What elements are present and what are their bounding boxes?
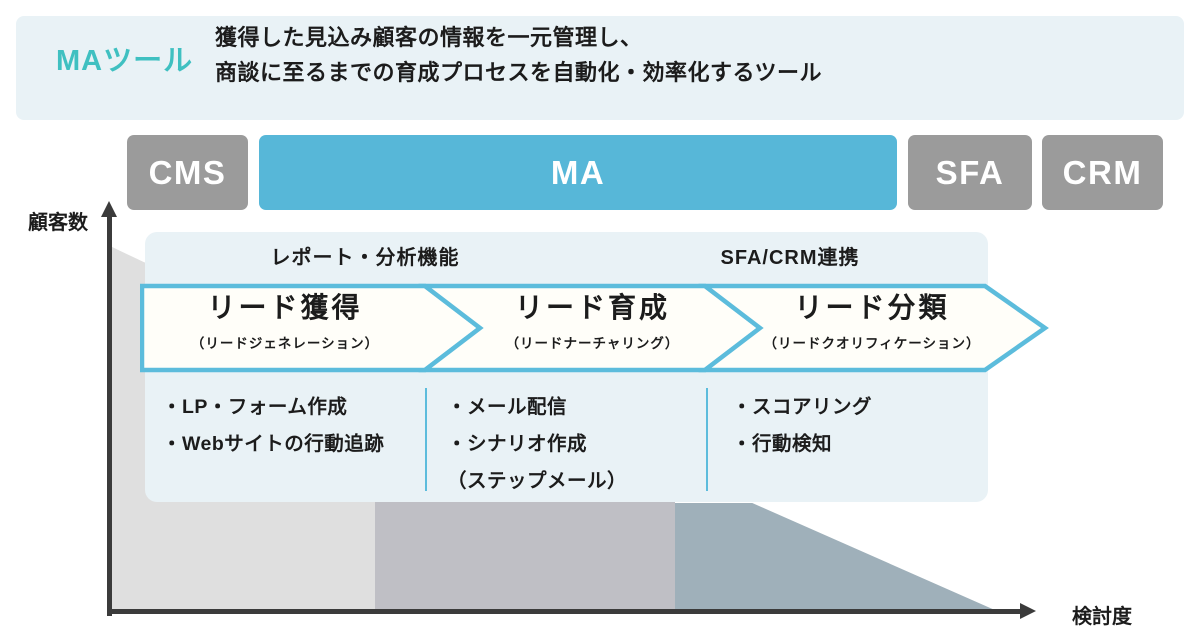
tool-box-ma: MA — [259, 135, 897, 210]
definition-banner — [16, 16, 1184, 120]
list-item: （ステップメール） — [447, 470, 628, 492]
x-axis-label: 検討度 — [1072, 606, 1132, 628]
stage-3-title: リード分類 — [794, 292, 950, 323]
x-axis-line — [107, 609, 1022, 614]
y-axis-line — [107, 216, 112, 616]
stage-2-title: リード育成 — [514, 292, 670, 323]
banner-description-line1: 獲得した見込み顧客の情報を一元管理し、 — [215, 25, 643, 50]
list-item: ・スコアリング — [732, 396, 873, 418]
stage-1-items: ・LP・フォーム作成 ・Webサイトの行動追跡 — [162, 389, 384, 463]
stage-arrow-lead-qualification — [698, 283, 1049, 373]
y-axis-arrow-icon — [101, 201, 117, 217]
feature-label-report-analysis: レポート・分析機能 — [270, 247, 460, 269]
banner-description: 獲得した見込み顧客の情報を一元管理し、 商談に至るまでの育成プロセスを自動化・効… — [215, 20, 822, 90]
stage-arrows — [140, 283, 1049, 373]
list-item: ・Webサイトの行動追跡 — [162, 433, 385, 455]
list-item: ・シナリオ作成 — [447, 433, 588, 455]
banner-tag: MAツール — [56, 45, 194, 77]
banner-description-line2: 商談に至るまでの育成プロセスを自動化・効率化するツール — [215, 60, 823, 85]
x-axis-arrow-icon — [1020, 603, 1036, 619]
tool-box-cms: CMS — [127, 135, 248, 210]
column-divider-1 — [425, 388, 427, 491]
stage-1-subtitle: （リードジェネレーション） — [190, 336, 380, 351]
tool-box-crm: CRM — [1042, 135, 1163, 210]
stage-1-label: リード獲得 （リードジェネレーション） — [140, 292, 430, 352]
stage-3-subtitle: （リードクオリフィケーション） — [763, 336, 981, 351]
stage-3-label: リード分類 （リードクオリフィケーション） — [752, 292, 992, 352]
y-axis-label: 顧客数 — [28, 212, 88, 234]
tool-box-sfa: SFA — [908, 135, 1032, 210]
stage-3-items: ・スコアリング ・行動検知 — [732, 389, 872, 463]
stage-2-items: ・メール配信 ・シナリオ作成 （ステップメール） — [447, 389, 627, 500]
funnel-area-segment-3 — [675, 503, 997, 611]
list-item: ・LP・フォーム作成 — [162, 396, 348, 418]
stage-1-title: リード獲得 — [207, 292, 363, 323]
stage-2-subtitle: （リードナーチャリング） — [505, 336, 680, 351]
list-item: ・メール配信 — [447, 396, 568, 418]
feature-label-sfa-crm-integration: SFA/CRM連携 — [720, 247, 860, 269]
stage-2-label: リード育成 （リードナーチャリング） — [470, 292, 715, 352]
column-divider-2 — [706, 388, 708, 491]
list-item: ・行動検知 — [732, 433, 833, 455]
